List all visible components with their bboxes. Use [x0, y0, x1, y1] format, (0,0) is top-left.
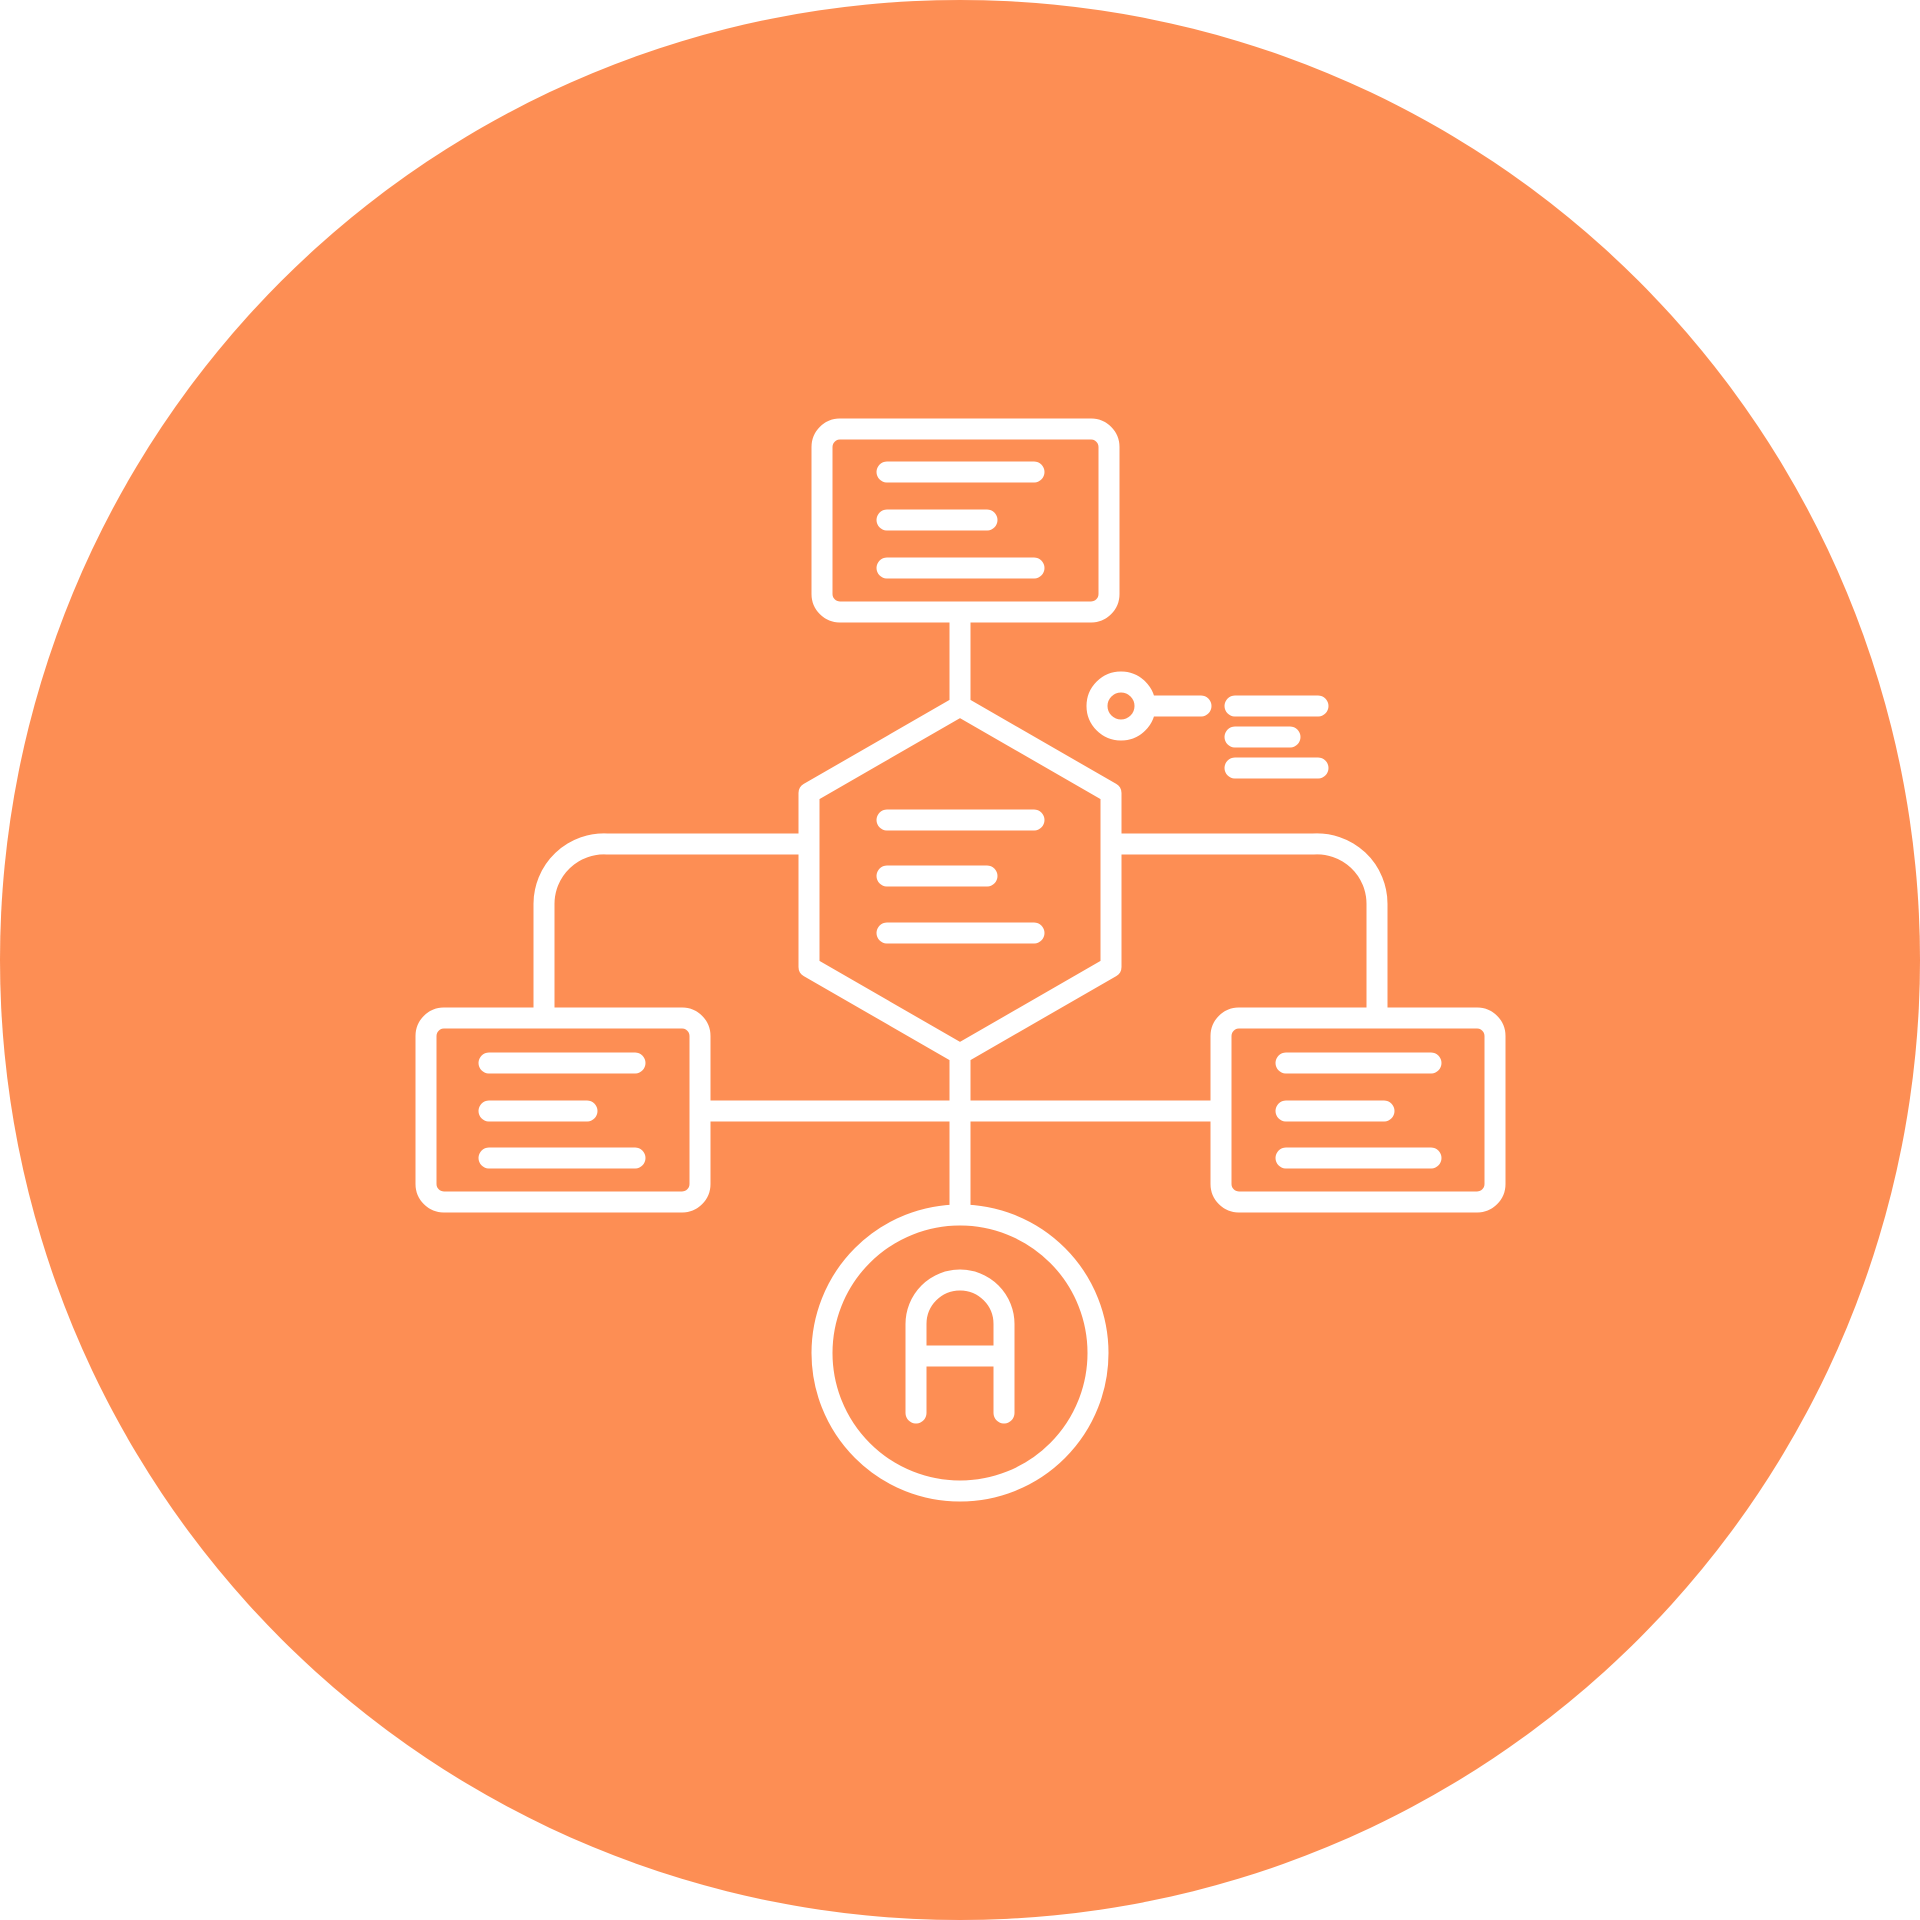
letter-a-arch	[905, 1269, 1015, 1424]
connector-left-arc	[533, 833, 820, 1029]
bottom-circle-node	[811, 1204, 1109, 1502]
connector-right-arc	[1100, 833, 1388, 1029]
